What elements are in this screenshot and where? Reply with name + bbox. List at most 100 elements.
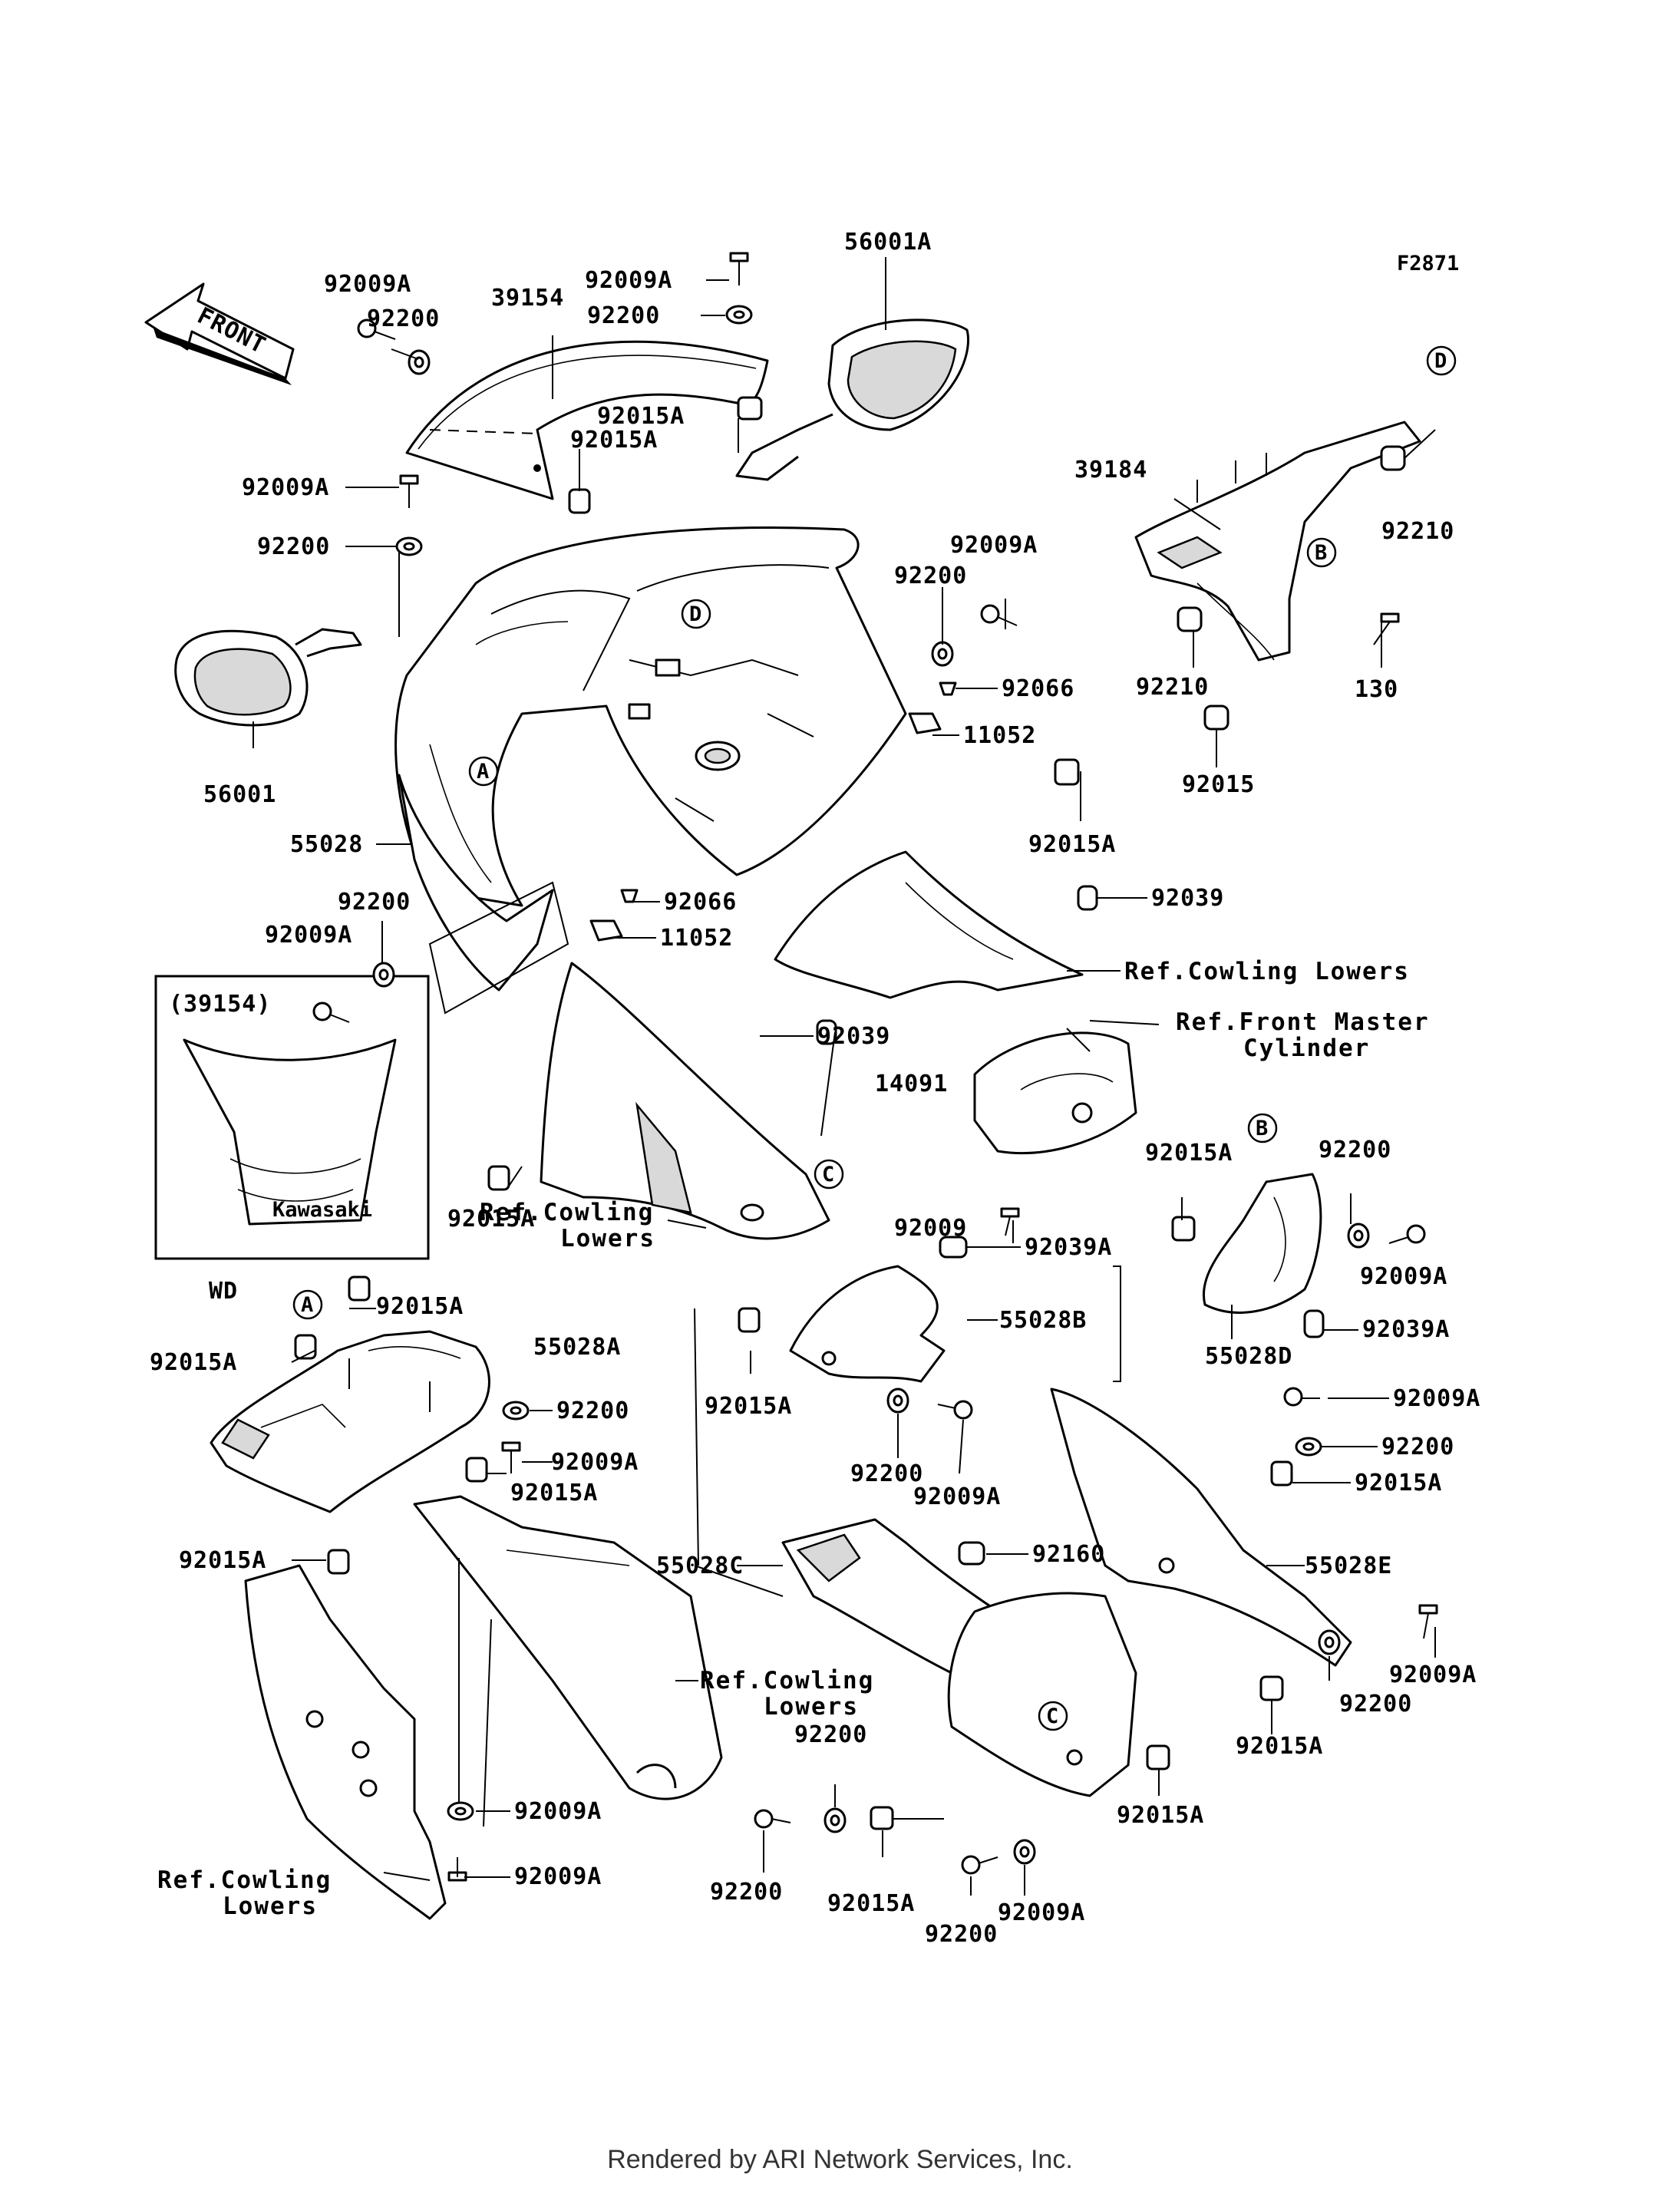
fasteners	[294, 252, 1438, 1882]
marker-circle: D	[681, 599, 711, 629]
marker-circle: C	[1038, 1701, 1068, 1731]
washer-icon	[447, 1801, 474, 1821]
front-arrow-icon: FRONT	[144, 282, 295, 385]
lower-center-panel-part	[413, 1495, 723, 1800]
grommet-icon	[737, 396, 763, 421]
part-number-label: 92015A	[1145, 1140, 1233, 1166]
part-number-label: 92015A	[376, 1293, 464, 1320]
screw-icon	[357, 318, 396, 340]
footer-credit: Rendered by ARI Network Services, Inc.	[607, 2145, 1073, 2174]
part-number-label: 92200	[338, 889, 411, 916]
screw-icon	[961, 1855, 998, 1875]
part-number-label: 92200	[257, 533, 330, 560]
svg-text:A: A	[477, 760, 489, 784]
marker-circle: A	[468, 756, 499, 787]
part-number-label: 92200	[1339, 1691, 1412, 1718]
lower-right-panel-part	[947, 1592, 1137, 1797]
reference-notes: Ref.Cowling Lowers Ref.Front Master Cyli…	[157, 958, 1430, 1920]
center-cowl-piece-part	[774, 850, 1084, 999]
part-number-label: 11052	[963, 722, 1036, 749]
grommet-icon	[1303, 1309, 1325, 1338]
part-number-label: 92015A	[597, 403, 685, 430]
marker-circle: B	[1306, 537, 1337, 568]
grommet-icon	[1203, 705, 1229, 731]
ref-note: Ref.Cowling Lowers	[1124, 958, 1410, 985]
screw-icon	[312, 1002, 350, 1023]
part-number-label: 92015A	[1117, 1802, 1204, 1829]
grommet-icon	[1054, 758, 1080, 786]
svg-text:D: D	[1434, 349, 1447, 373]
leader-lines	[252, 257, 1436, 1896]
svg-text:B: B	[1256, 1117, 1268, 1140]
grommet-icon	[348, 1275, 371, 1302]
part-number-label: 92009A	[242, 474, 329, 501]
part-number-label: 92200	[925, 1921, 998, 1948]
grommet-icon	[568, 488, 591, 514]
cover-55028D-part	[1203, 1173, 1322, 1314]
part-number-label: 92200	[850, 1460, 923, 1487]
ref-note: Ref.Cowling	[157, 1866, 332, 1894]
svg-text:C: C	[822, 1163, 834, 1186]
part-number-label: 92015A	[1236, 1733, 1323, 1760]
part-number-label: 92015A	[447, 1206, 535, 1232]
inset-variant: WD	[209, 1278, 238, 1305]
ref-note: Lowers	[223, 1892, 318, 1920]
washer-icon	[502, 1401, 530, 1421]
part-number-label: 92015A	[150, 1349, 237, 1376]
part-number-label: 92160	[1032, 1541, 1105, 1568]
ref-note: Ref.Front Master	[1176, 1008, 1430, 1036]
lower-cover-55028A-part	[210, 1330, 490, 1513]
part-number-label: 92039	[1151, 885, 1224, 912]
washer-icon	[1347, 1223, 1370, 1249]
part-number-label: 55028	[290, 831, 363, 858]
mirror-right-part	[735, 318, 969, 481]
part-number-label: 11052	[660, 925, 733, 952]
part-number-label: 92015A	[1028, 831, 1116, 858]
part-number-label: 92009	[894, 1215, 967, 1242]
grommet-icon	[1077, 885, 1098, 911]
clip-icon	[589, 889, 639, 942]
grommet-icon	[816, 1019, 837, 1045]
part-number-label: 92210	[1136, 674, 1209, 701]
callouts: 92009A 92200 39154 92009A 92200 56001A 9…	[150, 229, 1480, 1948]
screw-icon	[729, 252, 749, 285]
inset-windshield-box: (39154) Kawasaki WD	[154, 975, 430, 1305]
part-number-label: 92009A	[514, 1798, 602, 1825]
part-number-label: 92015A	[1355, 1470, 1442, 1496]
grommet-icon	[1270, 1460, 1293, 1487]
grommet-icon	[939, 1236, 968, 1259]
lower-left-panel-part	[244, 1564, 447, 1920]
marker-circle: C	[814, 1159, 844, 1190]
part-number-label: 92009A	[998, 1899, 1085, 1926]
bracket-39184-part	[1134, 421, 1421, 662]
washer-icon	[372, 962, 395, 988]
washer-icon	[886, 1388, 909, 1414]
part-number-label: 92200	[367, 305, 440, 332]
part-number-label: 92009A	[1393, 1385, 1480, 1412]
part-number-label: 92009A	[324, 271, 411, 298]
markers: D D A B B C A C	[292, 345, 1457, 1731]
screw-icon	[754, 1809, 791, 1829]
part-number-label: 92009A	[913, 1483, 1001, 1510]
svg-text:Kawasaki: Kawasaki	[272, 1198, 372, 1222]
part-number-label: 92039	[817, 1023, 890, 1050]
screw-icon	[1418, 1604, 1438, 1639]
part-number-label: 92009A	[551, 1449, 639, 1476]
ref-note: Ref.Cowling	[700, 1667, 874, 1694]
grommet-icon	[958, 1541, 985, 1566]
grommet-icon	[465, 1457, 488, 1483]
washer-icon	[931, 641, 954, 667]
part-number-label: 55028E	[1305, 1553, 1392, 1579]
part-number-label: 92039A	[1362, 1316, 1450, 1343]
figure-code: F2871	[1397, 252, 1459, 276]
grommet-icon	[1259, 1675, 1284, 1701]
inner-cover-55028-part	[398, 774, 569, 1015]
part-number-label: 92015A	[827, 1890, 915, 1917]
part-number-label: 14091	[875, 1071, 948, 1097]
part-number-label: 39184	[1074, 457, 1147, 483]
part-number-label: 55028D	[1205, 1343, 1292, 1370]
cover-55028E-part	[1050, 1388, 1352, 1667]
part-number-label: 55028B	[999, 1307, 1087, 1334]
